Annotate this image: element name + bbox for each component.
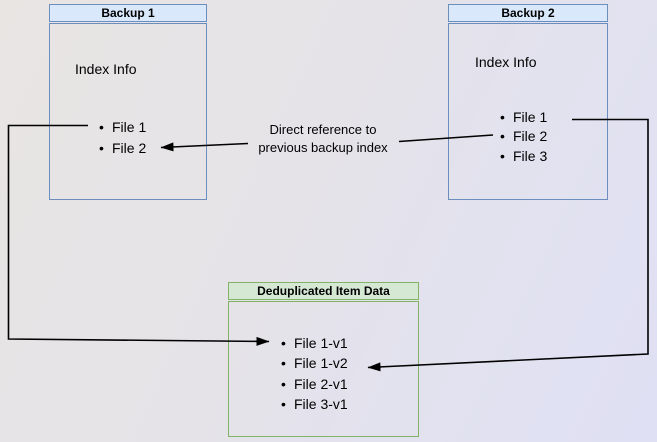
list-item: File 3-v1 [281, 394, 348, 415]
backup1-title: Backup 1 [49, 4, 207, 22]
backup1-file-list: File 1 File 2 [99, 117, 146, 159]
backup1-box: Backup 1 Index Info File 1 File 2 [49, 4, 207, 200]
list-item: File 1-v1 [281, 333, 348, 354]
backup1-body [49, 23, 207, 200]
backup2-file-list: File 1 File 2 File 3 [500, 108, 547, 167]
reference-arrow-label: Direct reference to previous backup inde… [258, 122, 388, 155]
deduplicated-item-data-box: Deduplicated Item Data File 1-v1 File 1-… [228, 282, 419, 437]
list-item: File 2-v1 [281, 374, 348, 395]
backup1-subtitle: Index Info [75, 61, 137, 77]
list-item: File 2 [99, 138, 146, 159]
list-item: File 1-v2 [281, 353, 348, 374]
dedup-title: Deduplicated Item Data [228, 282, 419, 300]
list-item: File 2 [500, 127, 547, 147]
backup2-title: Backup 2 [448, 4, 608, 22]
list-item: File 1 [500, 108, 547, 128]
backup2-box: Backup 2 Index Info File 1 File 2 File 3 [448, 4, 608, 200]
dedup-body [228, 301, 419, 437]
backup2-subtitle: Index Info [475, 54, 537, 70]
list-item: File 1 [99, 117, 146, 138]
list-item: File 3 [500, 147, 547, 167]
dedup-file-list: File 1-v1 File 1-v2 File 2-v1 File 3-v1 [281, 333, 348, 415]
